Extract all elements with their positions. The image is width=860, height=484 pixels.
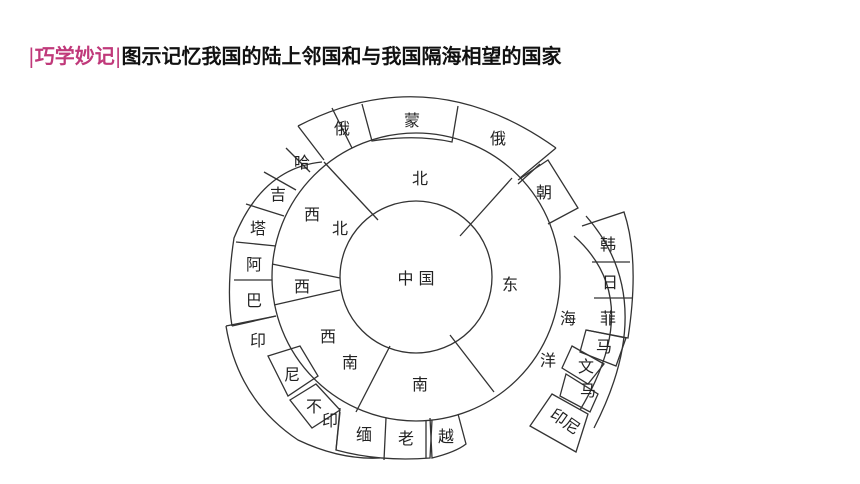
region-west: 西: [294, 277, 310, 296]
korea-north-box: [517, 159, 579, 225]
divider-west-southwest: [273, 289, 341, 306]
label-malaysia-2: 马: [580, 381, 596, 400]
heading-title: 图示记忆我国的陆上邻国和与我国隔海相望的国家: [121, 44, 562, 68]
malaysia-2-box: [559, 372, 599, 413]
label-indonesia: 印尼: [547, 405, 584, 439]
divider-south-southwest: [355, 345, 391, 413]
tick-india-top: [225, 315, 277, 327]
label-russia-east: 俄: [490, 129, 506, 148]
divider-north-east: [459, 177, 513, 237]
north-arc-right-end: [519, 147, 557, 179]
region-south: 南: [412, 375, 428, 394]
southwest-outer-arc: [225, 325, 381, 459]
south-outer-box: [335, 411, 433, 460]
divider-north-northwest: [323, 161, 379, 221]
label-russia-west: 俄: [334, 119, 350, 138]
label-malaysia-1: 马: [596, 337, 612, 356]
malaysia-box: [579, 329, 627, 367]
divider-east-south: [449, 334, 495, 393]
sea-top-boxes: [581, 211, 634, 339]
label-afghanistan: 阿: [246, 255, 262, 274]
sea-outer-arc: [585, 215, 626, 429]
west-outer-arc: [228, 161, 323, 327]
center-label: 中 国: [397, 269, 434, 288]
label-vietnam: 越: [438, 427, 454, 446]
tick-kyrgyz-tajik: [245, 203, 285, 217]
region-east: 东: [502, 275, 518, 294]
heading-tag: 巧学妙记: [34, 44, 115, 68]
label-myanmar: 缅: [356, 425, 372, 444]
inner-circle: [339, 200, 493, 354]
vietnam-box: [429, 413, 467, 459]
tick-kazakh-kyrgyz: [263, 171, 297, 191]
label-india: 印: [250, 331, 266, 350]
label-philippines: 菲: [600, 309, 616, 328]
heading: |巧学妙记|图示记忆我国的陆上邻国和与我国隔海相望的国家: [28, 42, 562, 70]
region-northwest-1: 西: [304, 205, 320, 224]
label-north-korea: 朝: [536, 183, 552, 202]
brunei-box: [561, 345, 605, 385]
label-bhutan: 不: [306, 397, 322, 416]
label-nepal: 尼: [284, 365, 300, 384]
divider-northwest-west: [271, 263, 341, 279]
label-sea-2: 洋: [540, 351, 556, 370]
north-arc-left-end: [297, 125, 325, 161]
label-kyrgyzstan: 吉: [270, 185, 286, 204]
north-outer-arc: [297, 96, 557, 149]
label-japan: 日: [602, 273, 618, 292]
label-kazakhstan: 哈: [294, 153, 310, 172]
diagram-lines: [225, 96, 634, 461]
label-laos: 老: [398, 429, 414, 448]
region-northwest-2: 北: [332, 219, 348, 238]
tick-russia-mongolia: [331, 107, 353, 149]
indonesia-box: [529, 393, 589, 453]
heading-bar-right: |: [114, 44, 122, 68]
tick-myanmar-laos: [383, 417, 387, 461]
tick-tajik-afghan: [235, 241, 277, 247]
sea-inner-arc: [573, 235, 613, 411]
nepal-box: [267, 345, 319, 397]
region-southwest-2: 南: [342, 353, 358, 372]
label-bhutan-2: 印: [322, 411, 338, 430]
region-southwest-1: 西: [320, 327, 336, 346]
label-sea-1: 海: [560, 309, 576, 328]
label-south-korea: 韩: [600, 235, 616, 254]
label-tajikistan: 塔: [250, 219, 266, 238]
label-pakistan: 巴: [246, 291, 262, 310]
heading-bar-left: |: [28, 44, 35, 68]
tick-kazakh-top: [285, 147, 311, 173]
mongolia-box: [361, 103, 459, 143]
region-north: 北: [412, 169, 428, 188]
label-mongolia: 蒙: [404, 111, 420, 130]
middle-circle: [271, 132, 561, 422]
label-brunei: 文: [578, 357, 594, 376]
